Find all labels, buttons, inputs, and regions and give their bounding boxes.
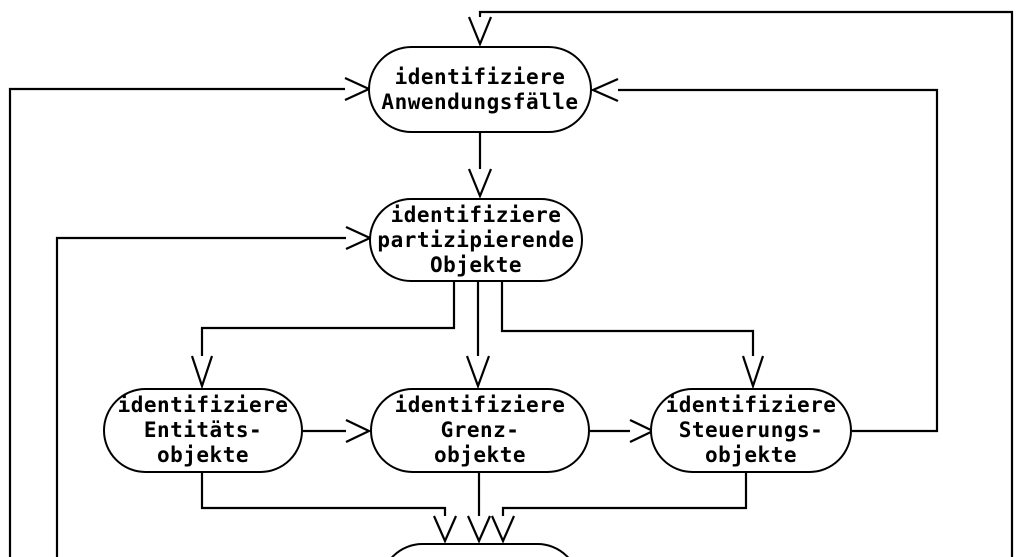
- node-text-line: identifiziere: [665, 393, 837, 417]
- arrow-grenz-to-bottom-node: [466, 473, 492, 544]
- arrow-entitaets-to-grenz: [303, 419, 372, 443]
- node-text-line: Entitäts-: [143, 418, 263, 442]
- arrow-loop-into-anwendungsfaelle-left: [8, 77, 372, 557]
- node-identifiziere-steuerungsobjekte: identifiziere Steuerungs- objekte: [650, 388, 852, 473]
- arrow-steuerungs-to-anwendungsfaelle-right: [590, 77, 939, 433]
- node-text-line: Steuerungs-: [678, 418, 824, 442]
- node-identifiziere-partizipierende-objekte: identifiziere partizipierende Objekte: [369, 198, 583, 282]
- node-partial-bottom: [380, 543, 580, 557]
- arrow-anwendungsfaelle-to-partizipierende: [467, 133, 493, 199]
- node-text-line: Grenz-: [440, 418, 520, 442]
- node-text-line: Objekte: [429, 252, 522, 277]
- node-identifiziere-anwendungsfaelle: identifiziere Anwendungsfälle: [368, 46, 592, 133]
- arrow-partizipierende-to-entitaets: [190, 282, 456, 390]
- node-identifiziere-entitaetsobjekte: identifiziere Entitäts- objekte: [103, 388, 303, 473]
- node-text-line: Anwendungsfälle: [381, 89, 579, 114]
- arrow-partizipierende-to-steuerungs: [500, 282, 765, 390]
- arrow-partizipierende-to-grenz: [465, 282, 491, 390]
- node-text-line: objekte: [156, 443, 249, 467]
- node-text-line: identifiziere: [117, 393, 289, 417]
- node-text-line: objekte: [433, 443, 526, 467]
- node-identifiziere-grenzobjekte: identifiziere Grenz- objekte: [370, 388, 590, 473]
- node-text-line: identifiziere: [394, 64, 566, 89]
- node-text-line: partizipierende: [377, 227, 575, 252]
- node-text-line: identifiziere: [394, 393, 566, 417]
- node-text-line: objekte: [704, 443, 797, 467]
- arrow-steuerungs-to-bottom-node: [490, 473, 748, 544]
- node-text-line: identifiziere: [390, 202, 562, 227]
- arrow-entitaets-to-bottom-node: [200, 473, 458, 544]
- arrow-grenz-to-steuerungs: [590, 419, 656, 443]
- arrow-loop-into-anwendungsfaelle-top: [467, 10, 1014, 557]
